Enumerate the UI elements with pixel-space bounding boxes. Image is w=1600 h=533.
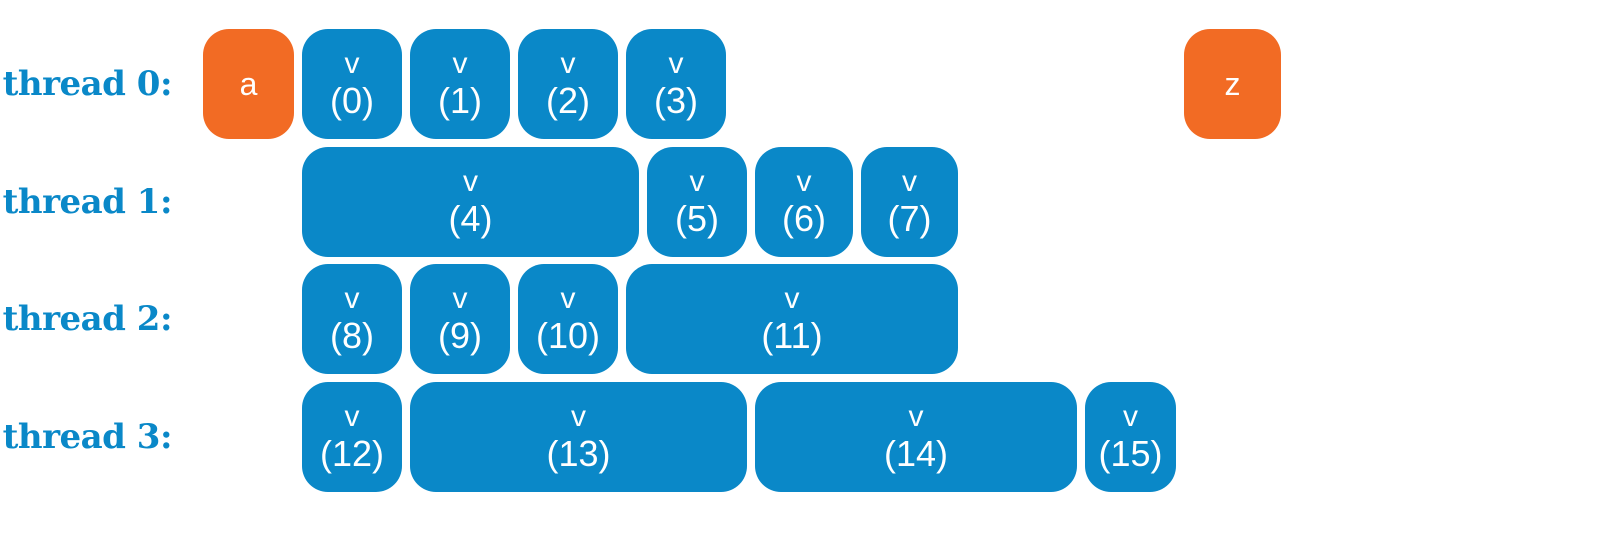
task-index: (8) [330,315,374,356]
task-name: v [344,400,360,433]
task-name: v [344,47,360,80]
task-index: (4) [448,198,493,239]
task-name: v [560,47,576,80]
task-index: (12) [319,433,385,474]
task-0: v (0) [302,29,402,139]
task-index: (9) [438,315,482,356]
task-name: v [796,165,812,198]
task-index: (7) [887,198,932,239]
task-1: v (1) [410,29,510,139]
task-index: (10) [535,315,601,356]
task-index: (13) [546,433,611,474]
task-7: v (7) [861,147,958,257]
thread-label-1: thread 1: [2,182,173,222]
task-3: v (3) [626,29,726,139]
task-12: v (12) [302,382,402,492]
task-6: v (6) [755,147,853,257]
task-name: v [784,282,800,315]
task-name: v [908,400,924,433]
task-name: v [452,47,468,80]
task-name: v [689,165,705,198]
task-8: v (8) [302,264,402,374]
task-name: v [452,282,468,315]
task-index: (2) [546,80,590,121]
task-11: v (11) [626,264,958,374]
task-name: v [571,400,586,433]
thread-label-0: thread 0: [2,64,173,104]
task-index: (15) [1098,433,1163,474]
task-index: (11) [761,315,823,356]
task-15: v (15) [1085,382,1176,492]
task-name: v [560,282,576,315]
end-node-z: z [1184,29,1281,139]
start-node-a: a [203,29,294,139]
start-node-label: a [239,66,258,102]
task-name: v [463,165,478,198]
task-14: v (14) [755,382,1077,492]
task-4: v (4) [302,147,639,257]
task-2: v (2) [518,29,618,139]
task-9: v (9) [410,264,510,374]
task-index: (3) [654,80,698,121]
thread-label-3: thread 3: [2,417,173,457]
task-5: v (5) [647,147,747,257]
end-node-label: z [1224,66,1241,102]
task-13: v (13) [410,382,747,492]
task-index: (5) [675,198,719,239]
task-index: (14) [883,433,949,474]
task-10: v (10) [518,264,618,374]
task-name: v [902,165,917,198]
task-index: (0) [330,80,374,121]
thread-label-2: thread 2: [2,299,173,339]
task-name: v [344,282,360,315]
task-name: v [1123,400,1138,433]
task-index: (1) [438,80,482,121]
task-index: (6) [782,198,826,239]
task-name: v [668,47,684,80]
